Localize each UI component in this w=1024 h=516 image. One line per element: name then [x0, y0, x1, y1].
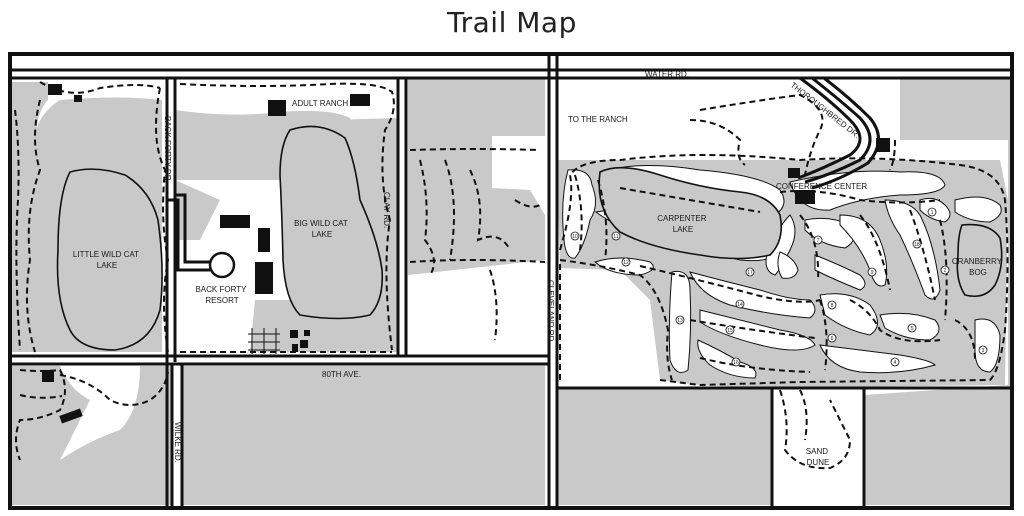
cleveland-rd-label: CLEVELAND RD. — [546, 280, 555, 344]
clay-rd-label: CLAY RD. — [382, 192, 391, 228]
svg-text:15: 15 — [727, 328, 733, 334]
svg-text:12: 12 — [623, 260, 629, 266]
hole-marker-17: 17 — [745, 267, 755, 277]
svg-text:11: 11 — [613, 234, 618, 240]
svg-text:14: 14 — [737, 302, 743, 308]
wilke-rd-label: WILKE RD. — [173, 422, 182, 463]
hole-marker-13: 13 — [675, 315, 685, 325]
sand-dune-label: SAND DUNE — [806, 447, 830, 467]
svg-text:9: 9 — [871, 270, 874, 276]
little-wild-cat-lake-label: LITTLE WILD CAT LAKE — [73, 250, 141, 270]
svg-text:8: 8 — [831, 303, 834, 309]
to-the-ranch-label: TO THE RANCH — [568, 115, 628, 124]
hole-marker-1: 1 — [927, 207, 937, 217]
hole-marker-3: 3 — [978, 345, 988, 355]
trails — [14, 81, 1009, 470]
parking-marks — [248, 328, 280, 354]
svg-text:1: 1 — [931, 210, 934, 216]
hole-marker-9: 9 — [867, 267, 877, 277]
buildings — [42, 84, 890, 424]
svg-text:7: 7 — [817, 238, 820, 244]
hole-marker-4: 4 — [890, 357, 900, 367]
svg-text:10: 10 — [572, 234, 578, 240]
hole-marker-16: 16 — [731, 357, 741, 367]
conference-center-label: CONFERENCE CENTER — [776, 182, 867, 191]
back-forty-resort-label: BACK FORTY RESORT — [195, 285, 248, 305]
hole-marker-12: 12 — [621, 257, 631, 267]
big-wild-cat-lake-label: BIG WILD CAT LAKE — [294, 219, 350, 239]
svg-text:4: 4 — [894, 360, 897, 366]
svg-text:17: 17 — [747, 270, 753, 276]
hole-marker-15: 15 — [725, 325, 735, 335]
hole-marker-6: 6 — [827, 333, 837, 343]
lakes — [56, 125, 1003, 351]
svg-text:16: 16 — [733, 360, 739, 366]
svg-text:13: 13 — [677, 318, 683, 324]
svg-text:5: 5 — [911, 326, 914, 332]
adult-ranch-label: ADULT RANCH — [292, 99, 348, 108]
water-rd-label: WATER RD. — [645, 70, 689, 79]
hole-marker-2: 2 — [940, 265, 950, 275]
hole-marker-10: 10 — [570, 231, 580, 241]
hole-marker-18: 18 — [912, 239, 922, 249]
hole-marker-7: 7 — [813, 235, 823, 245]
svg-text:6: 6 — [831, 336, 834, 342]
map-title: Trail Map — [447, 6, 577, 39]
80th-ave-label: 80TH AVE. — [322, 370, 361, 379]
carpenter-lake-label: CARPENTER LAKE — [657, 214, 709, 234]
hole-marker-14: 14 — [735, 299, 745, 309]
cranberry-bog-label: CRANBERRY BOG — [952, 257, 1004, 277]
hole-marker-11: 11 — [611, 231, 621, 241]
hole-markers: 1 2 3 4 5 6 7 8 9 10 11 12 13 14 15 16 1… — [570, 207, 988, 367]
hole-marker-5: 5 — [907, 323, 917, 333]
roads — [8, 52, 1014, 510]
svg-text:18: 18 — [914, 242, 920, 248]
svg-text:2: 2 — [944, 268, 947, 274]
svg-text:3: 3 — [982, 348, 985, 354]
hole-marker-8: 8 — [827, 300, 837, 310]
back-forty-dr-label: BACK FORTY DR. — [163, 116, 172, 183]
